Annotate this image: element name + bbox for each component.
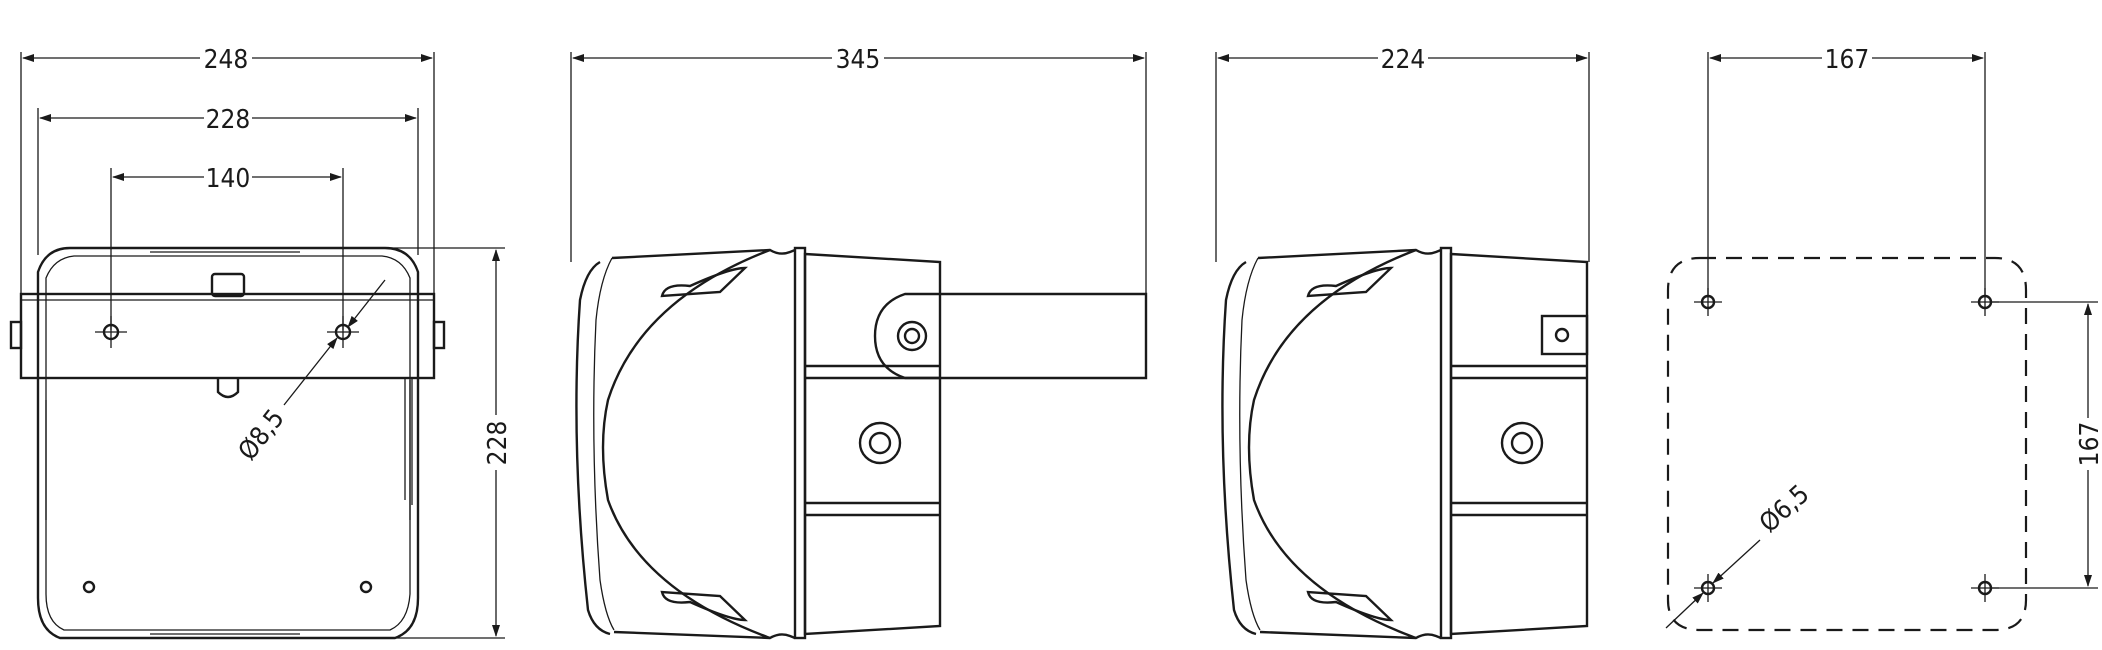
side-view-bracket: 345 xyxy=(570,45,1148,640)
dim-label-228-width: 228 xyxy=(206,105,251,135)
dim-label-hole-8-5: Ø8,5 xyxy=(233,404,291,466)
dimension-140: 140 xyxy=(112,164,342,194)
side-view: 224 xyxy=(1215,45,1590,640)
front-hole-right xyxy=(327,316,359,348)
dim-label-345: 345 xyxy=(836,45,881,75)
front-hole-left xyxy=(95,316,127,348)
dimension-228-height: 228 xyxy=(483,249,513,637)
dim-label-hole-6-5: Ø6,5 xyxy=(1754,479,1815,538)
mounting-pattern-view: 167 167 Ø6,5 xyxy=(1665,45,2102,632)
dim-label-224: 224 xyxy=(1381,45,1426,75)
dimension-228-width: 228 xyxy=(39,105,417,135)
front-view: 248 228 140 228 xyxy=(9,45,513,640)
dim-label-167-vertical: 167 xyxy=(2075,422,2102,467)
dim-label-140: 140 xyxy=(206,164,251,194)
dimension-345: 345 xyxy=(572,45,1145,75)
mount-hole-top-left xyxy=(1694,288,1722,316)
dim-label-248: 248 xyxy=(204,45,249,75)
dim-label-167-horizontal: 167 xyxy=(1825,45,1870,75)
dimension-167-horizontal: 167 xyxy=(1709,45,1984,75)
dimension-167-vertical: 167 xyxy=(2075,303,2102,587)
mount-hole-bottom-right xyxy=(1971,574,1999,602)
mount-hole-bottom-left xyxy=(1694,574,1722,602)
dimension-248: 248 xyxy=(22,45,433,75)
mount-hole-top-right xyxy=(1971,288,1999,316)
dimension-224: 224 xyxy=(1217,45,1588,75)
dim-label-228-height: 228 xyxy=(483,421,513,466)
